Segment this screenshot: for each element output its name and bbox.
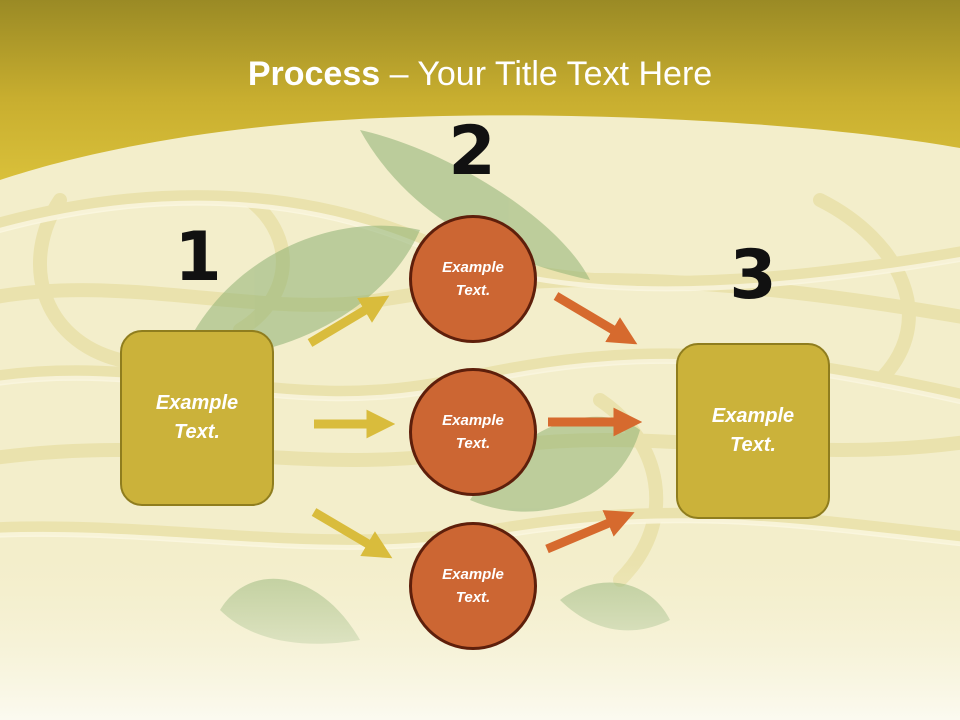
arrow-bottom-to-right	[545, 510, 635, 554]
top-circle-text: Example Text.	[442, 259, 504, 299]
arrow-top-to-right	[553, 292, 638, 345]
right-step-box: Example Text.	[676, 343, 830, 519]
left-step-box: Example Text.	[120, 330, 274, 506]
title-bold: Process	[247, 55, 381, 93]
bottom-circle: Example Text.	[409, 522, 537, 650]
top-circle: Example Text.	[409, 215, 537, 343]
title-rest: – Your Title Text Here	[380, 55, 713, 93]
arrow-left-to-top	[307, 295, 390, 347]
middle-circle-text: Example Text.	[442, 412, 504, 452]
slide-title: Process – Your Title Text Here	[0, 54, 960, 94]
step-number-1: 1	[174, 218, 222, 297]
bottom-circle-text: Example Text.	[442, 566, 504, 606]
left-step-box-text: Example Text.	[155, 392, 239, 443]
right-step-box-text: Example Text.	[711, 405, 795, 456]
middle-circle: Example Text.	[409, 368, 537, 496]
step-number-3: 3	[729, 236, 777, 315]
arrow-left-to-bottom	[311, 508, 393, 559]
step-number-2: 2	[448, 112, 496, 191]
